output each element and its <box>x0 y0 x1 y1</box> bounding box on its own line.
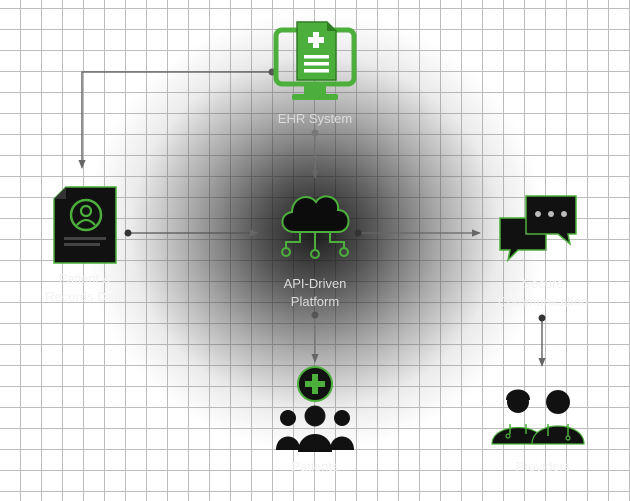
records-label: Patient & Records Data <box>30 270 140 306</box>
chat-bubbles-icon <box>499 195 577 263</box>
comms-label-line1: Secure <box>522 276 564 291</box>
providers-label: Providers <box>515 459 571 474</box>
ehr-monitor-icon <box>273 21 357 100</box>
ehr-label: EHR System <box>277 111 353 126</box>
wire-ehr-to-records <box>78 71 272 169</box>
center-label-line1: API-Driven <box>283 276 347 291</box>
center-label: API-Driven Platform <box>255 275 375 311</box>
comms-label-line2: Communication <box>497 294 589 309</box>
providers-doctors-icon <box>491 389 585 445</box>
patients-label: Patients <box>291 459 339 474</box>
patient-record-document-icon <box>53 186 117 264</box>
records-label-line2: Records Data <box>45 289 125 304</box>
patients-group-icon <box>276 366 354 452</box>
cloud-api-icon <box>281 195 350 259</box>
center-label-line2: Platform <box>290 294 340 309</box>
records-label-line1: Patient & <box>58 271 112 286</box>
comms-label: Secure Communication <box>478 275 608 311</box>
